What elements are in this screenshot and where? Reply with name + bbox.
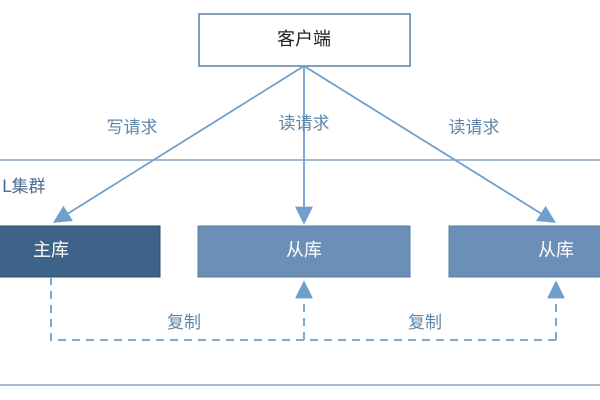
replication-label-2: 复制 bbox=[408, 313, 442, 333]
write-request-label: 写请求 bbox=[107, 118, 158, 138]
read-request-label-1: 读请求 bbox=[279, 114, 330, 134]
slave-label-1: 从库 bbox=[286, 240, 322, 261]
read-request-label-2: 读请求 bbox=[449, 118, 500, 138]
read-request-arrow-2 bbox=[303, 65, 557, 223]
replication-label-1: 复制 bbox=[167, 313, 201, 333]
slave-node-2: 从库 bbox=[448, 225, 600, 278]
slave-node-1: 从库 bbox=[197, 225, 411, 278]
client-node: 客户端 bbox=[198, 13, 411, 67]
client-label: 客户端 bbox=[277, 29, 331, 50]
request-arrows bbox=[52, 65, 557, 225]
replication-lines bbox=[50, 277, 565, 341]
master-node: 主库 bbox=[0, 225, 161, 278]
master-label: 主库 bbox=[33, 240, 69, 261]
cluster-boundary bbox=[0, 159, 600, 386]
write-request-arrow bbox=[52, 65, 305, 223]
slave-label-2: 从库 bbox=[538, 240, 574, 261]
cluster-label: L集群 bbox=[2, 177, 45, 197]
